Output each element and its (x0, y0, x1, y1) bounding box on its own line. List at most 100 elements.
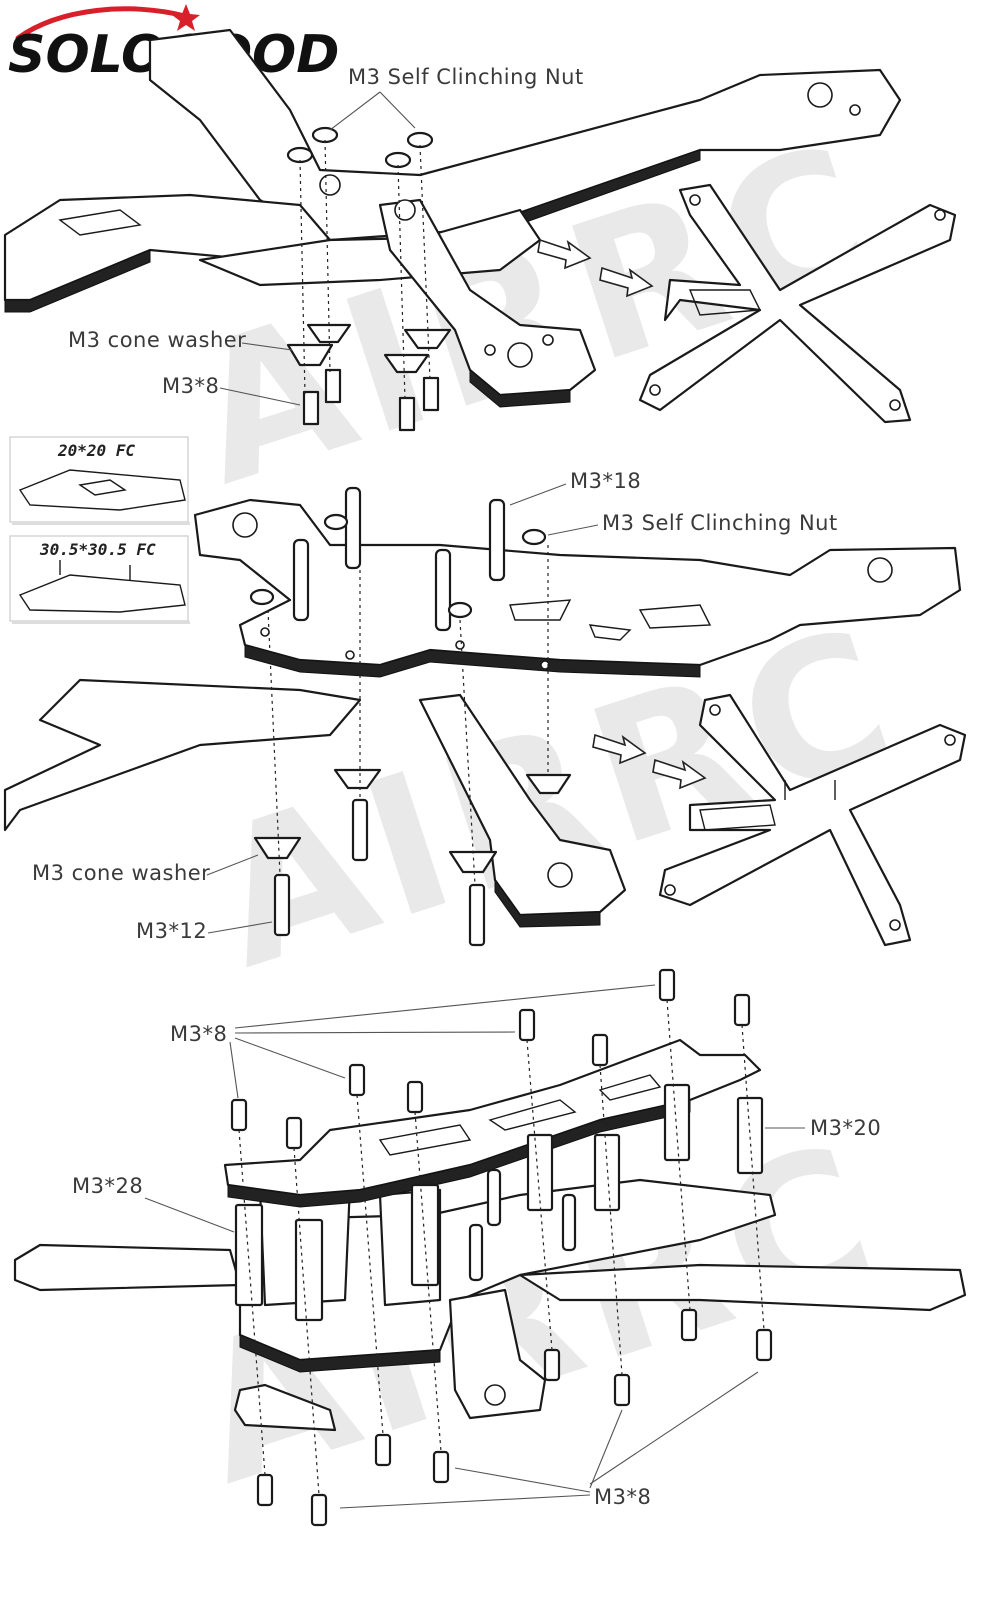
direction-arrow-icon (599, 266, 654, 298)
cone-washer (448, 850, 498, 874)
cone-washer-group-top (286, 323, 452, 374)
arm-left-bottom (13, 1243, 242, 1292)
screw-m3x12 (273, 873, 291, 937)
label-bottom-top-screw: M3*8 (170, 1022, 227, 1046)
inset-card-20x20: 20*20 FC (9, 436, 190, 525)
standoff-m3x20 (526, 1133, 554, 1212)
standoff-group-m3x20 (526, 1083, 764, 1212)
cone-washer (306, 323, 352, 344)
inset-title-30x30: 30.5*30.5 FC (39, 540, 156, 559)
screw-m3x8 (256, 1473, 274, 1507)
fc-post (561, 1193, 577, 1252)
clinching-nut (521, 528, 547, 546)
arm-left-edge (4, 249, 151, 313)
screw-m3x8 (230, 1098, 248, 1132)
screw-m3x8 (285, 1116, 303, 1150)
screw-m3x8 (406, 1080, 424, 1114)
motor-hole (867, 557, 893, 583)
bottom-plate-edge (239, 1334, 441, 1373)
clinching-nut-group-mid (249, 513, 547, 619)
cone-washer (253, 836, 302, 860)
standoff-group-m3x28 (234, 1183, 440, 1322)
arm-front-right-edge (469, 368, 571, 408)
screw-m3x8 (324, 368, 342, 404)
section-2-mainplate-assembly: M3*18 M3 Self Clinching Nut M3 cone wash… (3, 469, 967, 947)
screw-hole (540, 660, 550, 670)
screw-m3x8 (302, 390, 320, 426)
cone-washer (333, 768, 382, 790)
screw-m3x12 (468, 883, 486, 947)
inset-title-20x20: 20*20 FC (57, 441, 135, 460)
plate-cutout (598, 1074, 662, 1101)
screw-hole (345, 650, 355, 660)
screw-hole (455, 640, 465, 650)
direction-arrow-icon (652, 758, 707, 790)
motor-hole (807, 82, 833, 108)
main-plate (193, 498, 962, 667)
fc-post (468, 1223, 484, 1282)
screw-m3x8 (733, 993, 751, 1027)
plate-cutout (378, 1124, 472, 1156)
screw-m3x8 (398, 396, 416, 432)
battery-strap (233, 1383, 337, 1432)
label-top-nut: M3 Self Clinching Nut (348, 65, 584, 89)
arm-lower-mid-edge (494, 878, 601, 928)
standoff-m3x28 (294, 1218, 324, 1322)
label-mid-nut: M3 Self Clinching Nut (602, 511, 838, 535)
main-plate-edge (244, 644, 701, 678)
screw-m3x8 (755, 1328, 773, 1362)
clinching-nut (323, 513, 349, 531)
screw-m3x8 (374, 1433, 392, 1467)
standoff-m3x20 (593, 1133, 621, 1212)
clinching-nut (447, 601, 473, 619)
direction-arrow-icon (537, 238, 592, 270)
inset-card-30x30: 30.5*30.5 FC (9, 535, 190, 624)
arm-lower-mid (418, 693, 627, 917)
motor-hole (484, 344, 496, 356)
section-1-arm-assembly: M3 Self Clinching Nut M3 cone washer M3*… (3, 28, 957, 432)
clinching-nut (311, 126, 339, 144)
preview-frame-mid (658, 693, 967, 947)
plate-cutout (588, 624, 632, 641)
label-top-washer: M3 cone washer (68, 328, 246, 352)
label-mid-washer: M3 cone washer (32, 861, 210, 885)
clinching-nut-group-top (286, 126, 434, 169)
fc-post (486, 1168, 502, 1227)
label-mid-screw: M3*12 (136, 919, 207, 943)
logo-swoosh-icon (15, 6, 188, 41)
screw-hole (260, 627, 270, 637)
fc-inset-cards: 20*20 FC 30.5*30.5 FC (9, 436, 190, 624)
cone-washer (403, 328, 452, 350)
standoff-group-m3x18 (292, 486, 506, 632)
standoff-m3x18 (344, 486, 362, 570)
cone-washer-group-mid (253, 768, 572, 874)
clinching-nut (286, 146, 314, 164)
plate-cutout (509, 599, 572, 621)
motor-hole (542, 334, 554, 346)
screw-group-bottom-m3x8 (256, 1308, 773, 1527)
preview-frame-top (638, 183, 957, 424)
standoff-m3x18 (488, 498, 506, 582)
screw-m3x8 (680, 1308, 698, 1342)
screw-m3x8 (432, 1450, 450, 1484)
standoff-m3x18 (292, 538, 310, 622)
screw-m3x8 (310, 1493, 328, 1527)
clinching-nut (249, 588, 275, 606)
screw-group-m3x12 (273, 798, 486, 947)
cone-washer (525, 773, 572, 795)
screw-group-top (302, 368, 440, 432)
arm-front-right (378, 198, 597, 397)
standoff-m3x28 (234, 1203, 264, 1307)
screw-m3x8 (348, 1063, 366, 1097)
screw-m3x8 (658, 968, 676, 1002)
motor-hole (849, 104, 861, 116)
arm-right-bottom (518, 1263, 967, 1312)
standoff-m3x20 (736, 1096, 764, 1175)
cone-washer (286, 343, 334, 367)
label-bottom-standoff-small: M3*20 (810, 1116, 881, 1140)
cone-washer (383, 353, 430, 374)
screw-hole (394, 199, 416, 221)
section-3-stack-assembly: M3*8 M3*20 M3*28 M3*8 (13, 968, 967, 1527)
label-top-screw: M3*8 (162, 374, 219, 398)
screw-m3x8 (518, 1008, 536, 1042)
